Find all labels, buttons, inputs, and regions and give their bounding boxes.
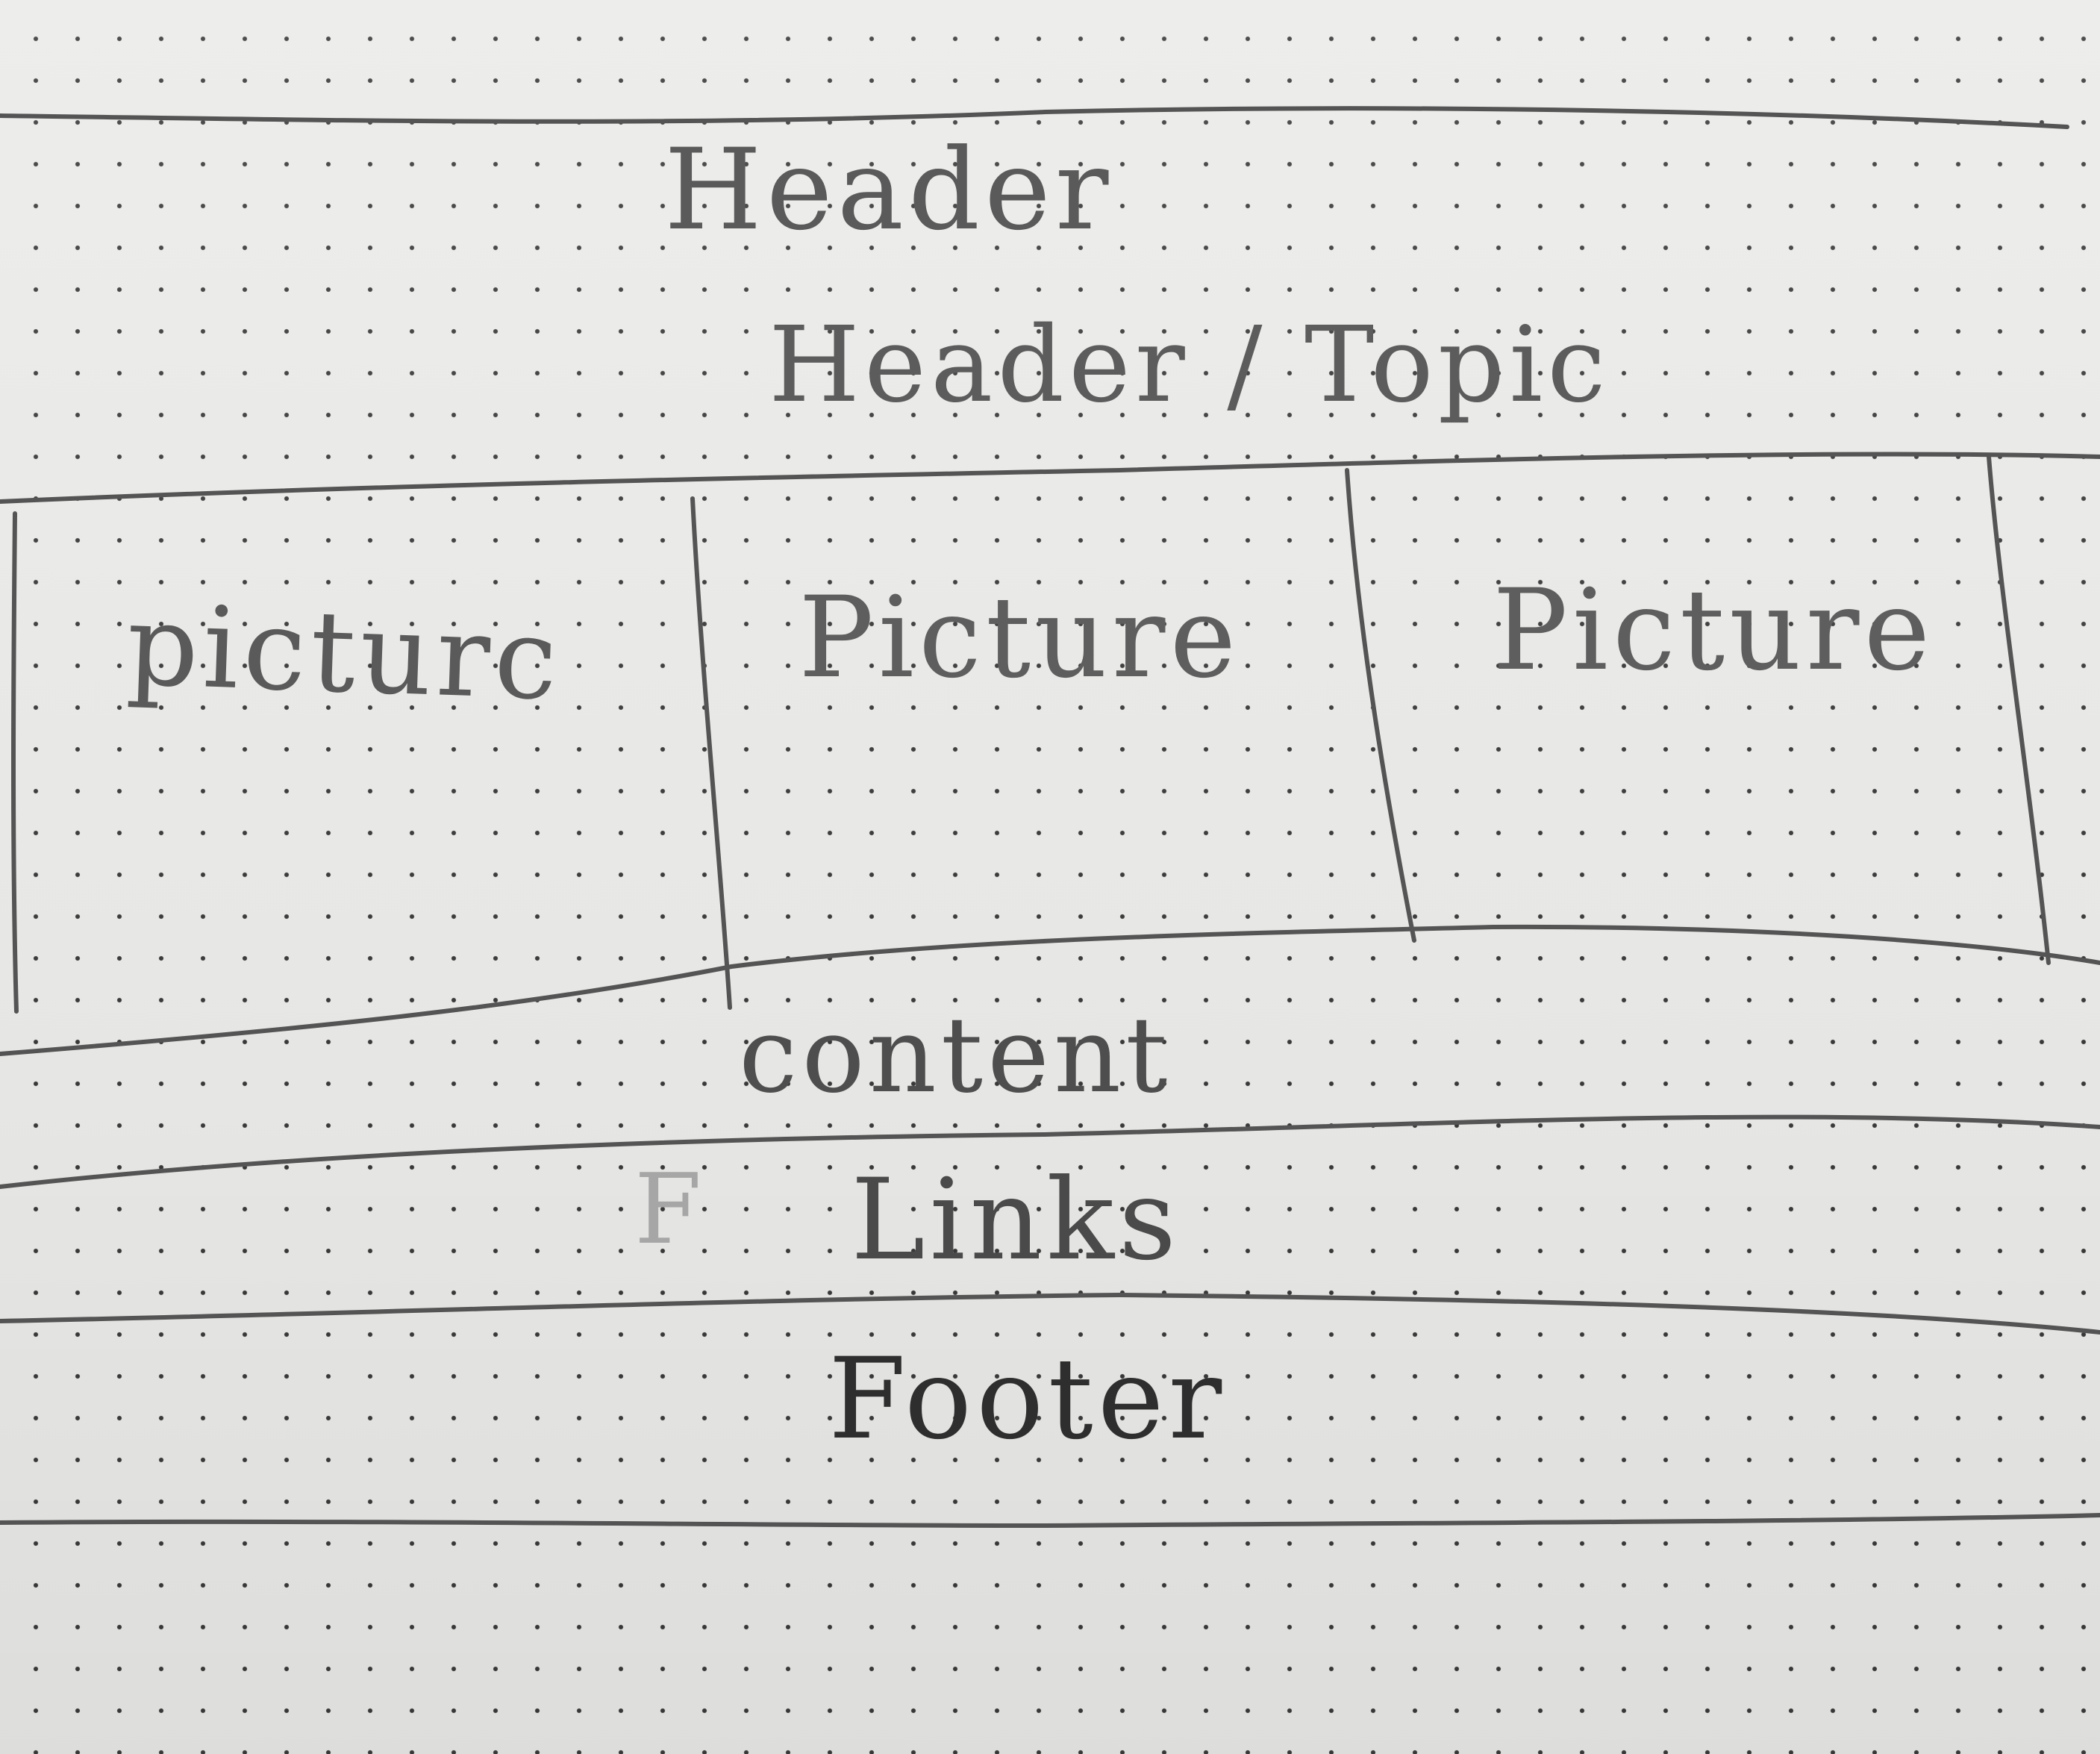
header-bottom-line xyxy=(0,452,2100,504)
picture-divider-2 xyxy=(1345,468,1416,943)
footer-bottom-line xyxy=(0,1513,2100,1528)
header-title: Header xyxy=(664,125,1113,255)
links-bottom-line xyxy=(0,1293,2100,1335)
footer-label: Footer xyxy=(828,1335,1227,1464)
picture-label-3: Picture xyxy=(1493,566,1935,696)
picture-divider-3 xyxy=(1987,455,2051,965)
picture-label-2: Picture xyxy=(799,573,1241,703)
links-label: Links xyxy=(851,1155,1181,1285)
picture-row-bottom-line xyxy=(0,924,2100,1056)
picture-label-1: picturc xyxy=(125,580,564,726)
header-top-line xyxy=(0,106,2069,129)
content-label: content xyxy=(739,995,1172,1117)
picture-left-edge xyxy=(11,511,19,1014)
header-topic: Header / Topic xyxy=(769,305,1610,426)
picture-divider-1 xyxy=(690,496,732,1010)
content-bottom-line xyxy=(0,1114,2100,1189)
erased-mark: F xyxy=(634,1152,702,1266)
